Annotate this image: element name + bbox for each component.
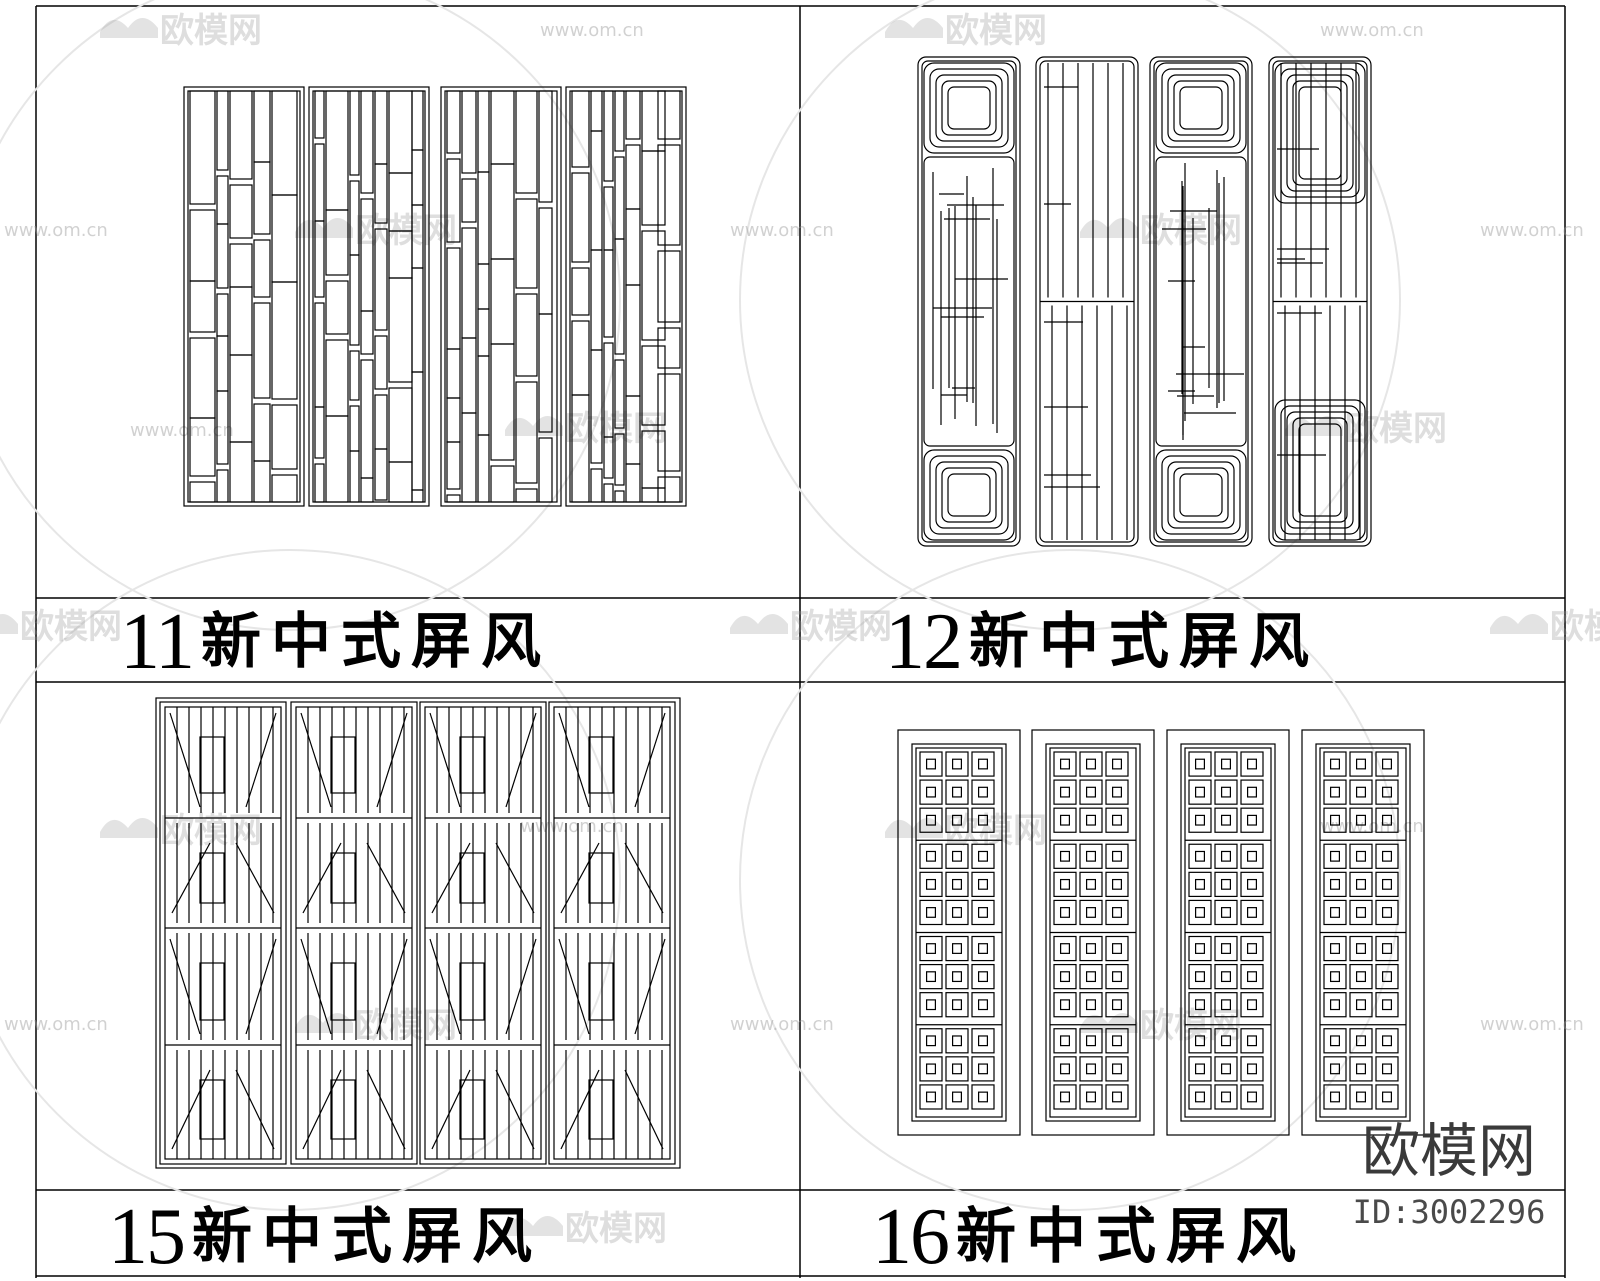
screen-leaf — [917, 56, 1021, 547]
sofa-icon — [1080, 1013, 1138, 1033]
sofa-icon — [295, 1013, 353, 1033]
watermark-brand-text: 欧模网 — [1345, 409, 1447, 449]
screen-drawing-16 — [897, 729, 1425, 1136]
screen-leaf — [1301, 729, 1425, 1136]
screen-leaf — [159, 701, 287, 1165]
caption-15: 15 新中式屏风 — [108, 1195, 542, 1279]
screen-leaf — [565, 86, 687, 507]
watermark-site-text: www.om.cn — [730, 1014, 834, 1035]
screen-leaf — [1166, 729, 1290, 1136]
watermark-brand-text: 欧模网 — [945, 11, 1047, 51]
watermark-brand-text: 欧模网 — [1550, 607, 1600, 647]
screen-leaf — [897, 729, 1021, 1136]
sofa-icon — [885, 818, 943, 838]
watermark-brand-text: 欧模网 — [355, 1006, 457, 1046]
screen-leaf — [548, 701, 676, 1165]
sofa-icon — [100, 818, 158, 838]
sofa-icon — [1490, 614, 1548, 634]
screen-drawing-15 — [155, 697, 681, 1169]
watermark-site-text: www.om.cn — [130, 420, 234, 441]
sofa-icon — [505, 416, 563, 436]
screen-leaf — [440, 86, 562, 507]
sofa-icon — [1285, 416, 1343, 436]
screen-leaf — [1031, 729, 1155, 1136]
screen-leaf — [419, 701, 547, 1165]
watermark-brand-text: 欧模网 — [790, 607, 892, 647]
screen-leaf — [1268, 56, 1372, 547]
screen-drawing-11 — [183, 86, 687, 507]
watermark-pattern: www.om.cn www.om.cn www.om.cn www.om.cn www.… — [0, 0, 1600, 1249]
sheet-grid — [35, 5, 1566, 1278]
watermark-brand-logo: 欧模网 — [1361, 1117, 1536, 1185]
screen-frame — [155, 697, 681, 1169]
screen-leaf — [290, 701, 418, 1165]
caption-16: 16 新中式屏风 — [872, 1195, 1306, 1279]
caption-text: 新中式屏风 — [192, 1202, 542, 1272]
watermark-site-text: www.om.cn — [1480, 220, 1584, 241]
watermark-brand-text: 欧模网 — [1140, 211, 1242, 251]
watermark-site-text: www.om.cn — [540, 20, 644, 41]
caption-number: 12 — [885, 598, 963, 686]
caption-text: 新中式屏风 — [969, 607, 1319, 677]
sofa-icon — [730, 614, 788, 634]
sofa-icon — [100, 18, 158, 38]
screen-leaf — [183, 86, 305, 507]
watermark-site-text: www.om.cn — [730, 220, 834, 241]
watermark-site-text: www.om.cn — [4, 1014, 108, 1035]
watermark-id-text: ID:3002296 — [1352, 1193, 1546, 1231]
watermark-brand-text: 欧模网 — [565, 409, 667, 449]
screen-leaf — [1149, 56, 1253, 547]
watermark-site-text: www.om.cn — [1320, 20, 1424, 41]
sofa-icon — [1080, 218, 1138, 238]
screen-drawing-12 — [917, 56, 1372, 547]
watermark-brand-text: 欧模网 — [160, 11, 262, 51]
caption-11: 11 新中式屏风 — [120, 600, 551, 684]
watermark-site-text: www.om.cn — [1480, 1014, 1584, 1035]
screen-leaf — [1035, 56, 1139, 547]
watermark-site-text: www.om.cn — [520, 816, 624, 837]
watermark-brand-text: 欧模网 — [160, 811, 262, 851]
caption-number: 16 — [872, 1193, 950, 1281]
caption-text: 新中式屏风 — [956, 1202, 1306, 1272]
caption-number: 11 — [120, 598, 195, 686]
caption-12: 12 新中式屏风 — [885, 600, 1319, 684]
watermark-brand-text: 欧模网 — [20, 607, 122, 647]
caption-number: 15 — [108, 1193, 186, 1281]
caption-text: 新中式屏风 — [201, 607, 552, 677]
watermark-brand-text: 欧模网 — [1140, 1006, 1242, 1046]
sofa-icon — [505, 1216, 563, 1236]
watermark-brand-text: 欧模网 — [565, 1209, 667, 1249]
sofa-icon — [0, 614, 18, 634]
screen-leaf — [308, 86, 430, 507]
watermark-site-text: www.om.cn — [4, 220, 108, 241]
sofa-icon — [885, 18, 943, 38]
